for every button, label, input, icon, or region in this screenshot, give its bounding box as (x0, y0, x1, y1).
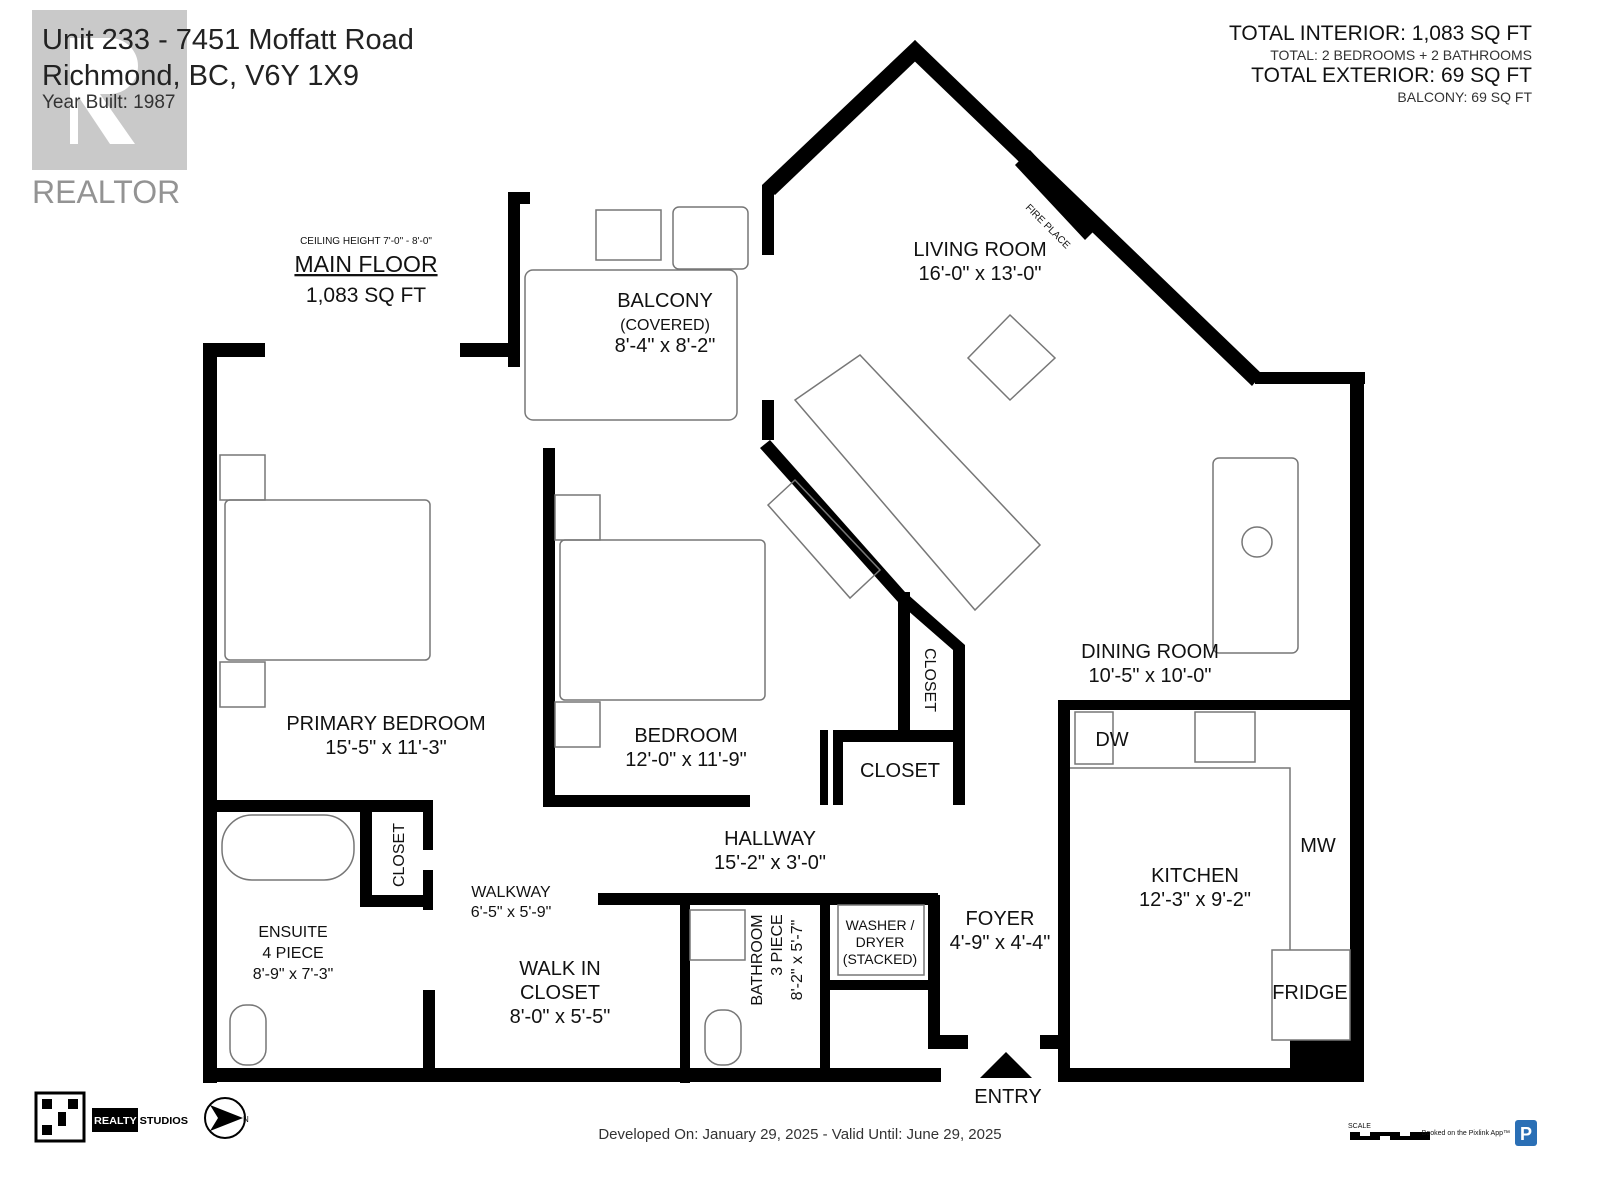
total-rooms: TOTAL: 2 BEDROOMS + 2 BATHROOMS (1270, 47, 1532, 63)
toilet (229, 1004, 267, 1066)
year-built: Year Built: 1987 (42, 92, 176, 113)
developed-on: Developed On: January 29, 2025 - Valid U… (598, 1126, 1002, 1143)
closet-label-1: CLOSET (921, 648, 938, 712)
nightstand (219, 661, 266, 708)
balcony-size: 8'-4" x 8'-2" (615, 335, 716, 357)
room-labels: LIVING ROOM 16'-0" x 13'-0" FIRE PLACE B… (253, 202, 1348, 1108)
fridge-label: FRIDGE (1272, 982, 1348, 1004)
balcony-name: BALCONY (617, 290, 713, 312)
balcony-note: (COVERED) (620, 317, 710, 334)
furniture (219, 206, 1351, 1066)
living-room-size: 16'-0" x 13'-0" (918, 263, 1041, 285)
totals-panel: TOTAL INTERIOR: 1,083 SQ FT TOTAL: 2 BED… (1229, 22, 1532, 106)
ensuite-name: ENSUITE (258, 924, 327, 941)
vase (1241, 526, 1273, 558)
walls (203, 40, 1365, 1083)
bedroom-bed (559, 539, 766, 701)
scale-label: SCALE (1348, 1123, 1371, 1130)
fridge (1271, 949, 1351, 1041)
ceiling-height: CEILING HEIGHT 7'-0" - 8'-0" (300, 236, 432, 247)
realty-studios-logo: REALTY STUDIOS (92, 1108, 188, 1132)
washer-dryer (837, 904, 925, 976)
foyer-size: 4'-9" x 4'-4" (950, 932, 1051, 954)
balcony-area: BALCONY: 69 SQ FT (1397, 89, 1532, 105)
floor-name: MAIN FLOOR (294, 251, 437, 277)
balcony-chair (672, 206, 749, 270)
nightstand (554, 701, 601, 748)
floor-label: CEILING HEIGHT 7'-0" - 8'-0" MAIN FLOOR … (294, 236, 437, 307)
address-line-1: Unit 233 - 7451 Moffatt Road (42, 24, 414, 56)
foyer-name: FOYER (966, 908, 1035, 930)
hallway-name: HALLWAY (724, 828, 816, 850)
hallway-size: 15'-2" x 3'-0" (714, 852, 826, 874)
total-exterior: TOTAL EXTERIOR: 69 SQ FT (1251, 64, 1532, 87)
dishwasher (1074, 711, 1114, 765)
bathtub (221, 814, 355, 881)
bathroom-name: BATHROOM (749, 914, 766, 1005)
walkway-size: 6'-5" x 5'-9" (471, 904, 552, 921)
toilet (704, 1009, 742, 1066)
washer-line-1: WASHER / (846, 917, 915, 933)
primary-bed (224, 499, 431, 661)
walkway-name: WALKWAY (471, 884, 551, 901)
bathroom-note: 3 PIECE (769, 914, 786, 975)
living-sofa (793, 354, 1042, 612)
entry-arrow-icon (980, 1052, 1032, 1078)
kitchen-sink (1194, 711, 1256, 763)
ensuite-size: 8'-9" x 7'-3" (253, 966, 334, 983)
svg-text:P: P (1520, 1124, 1532, 1144)
living-room-name: LIVING ROOM (913, 239, 1046, 261)
tv-console (766, 478, 882, 600)
closet-label-3: CLOSET (391, 823, 408, 887)
balcony-sofa (524, 269, 738, 421)
coffee-table (966, 313, 1057, 402)
address-line-2: Richmond, BC, V6Y 1X9 (42, 60, 360, 92)
balcony-table (595, 209, 662, 261)
svg-text:REALTOR: REALTOR (32, 174, 180, 208)
address: Unit 233 - 7451 Moffatt Road Richmond, B… (42, 22, 414, 94)
compass-north: N (243, 1115, 249, 1124)
walkin-closet-name-2: CLOSET (520, 982, 600, 1004)
walkin-closet-name-1: WALK IN (519, 958, 601, 980)
bedroom-size: 12'-0" x 11'-9" (625, 749, 747, 771)
washer-line-3: (STACKED) (843, 951, 917, 967)
closet-label-2: CLOSET (860, 760, 940, 782)
kitchen-name: KITCHEN (1151, 865, 1239, 887)
entry-label: ENTRY (974, 1086, 1041, 1108)
primary-bedroom-size: 15'-5" x 11'-3" (325, 737, 447, 759)
dining-room-name: DINING ROOM (1081, 641, 1219, 663)
primary-bedroom-name: PRIMARY BEDROOM (286, 713, 485, 735)
bathroom-sink (689, 909, 746, 961)
pixlink-icon: P (1515, 1120, 1537, 1146)
dining-room-size: 10'-5" x 10'-0" (1088, 665, 1211, 687)
nightstand (554, 494, 601, 541)
bedroom-name: BEDROOM (634, 725, 737, 747)
mw-label: MW (1300, 835, 1336, 857)
kitchen-size: 12'-3" x 9'-2" (1139, 889, 1251, 911)
floor-area: 1,083 SQ FT (306, 284, 426, 307)
qr-code (34, 1091, 86, 1143)
bathroom-size: 8'-2" x 5'-7" (789, 920, 806, 1001)
compass-icon: N (204, 1097, 249, 1139)
walkin-closet-size: 8'-0" x 5'-5" (510, 1006, 611, 1028)
dining-table (1212, 457, 1299, 654)
booked-on-text: Booked on the Pixlink App™ (1422, 1130, 1510, 1137)
dw-label: DW (1095, 729, 1128, 751)
brand-text: REALTY STUDIOS (94, 1116, 188, 1127)
realtor-logo: REALTOR (32, 10, 187, 208)
nightstand (219, 454, 266, 501)
washer-line-2: DRYER (856, 934, 905, 950)
scale-bar: SCALE (1348, 1123, 1430, 1140)
total-interior: TOTAL INTERIOR: 1,083 SQ FT (1228, 22, 1532, 45)
ensuite-note: 4 PIECE (262, 945, 323, 962)
